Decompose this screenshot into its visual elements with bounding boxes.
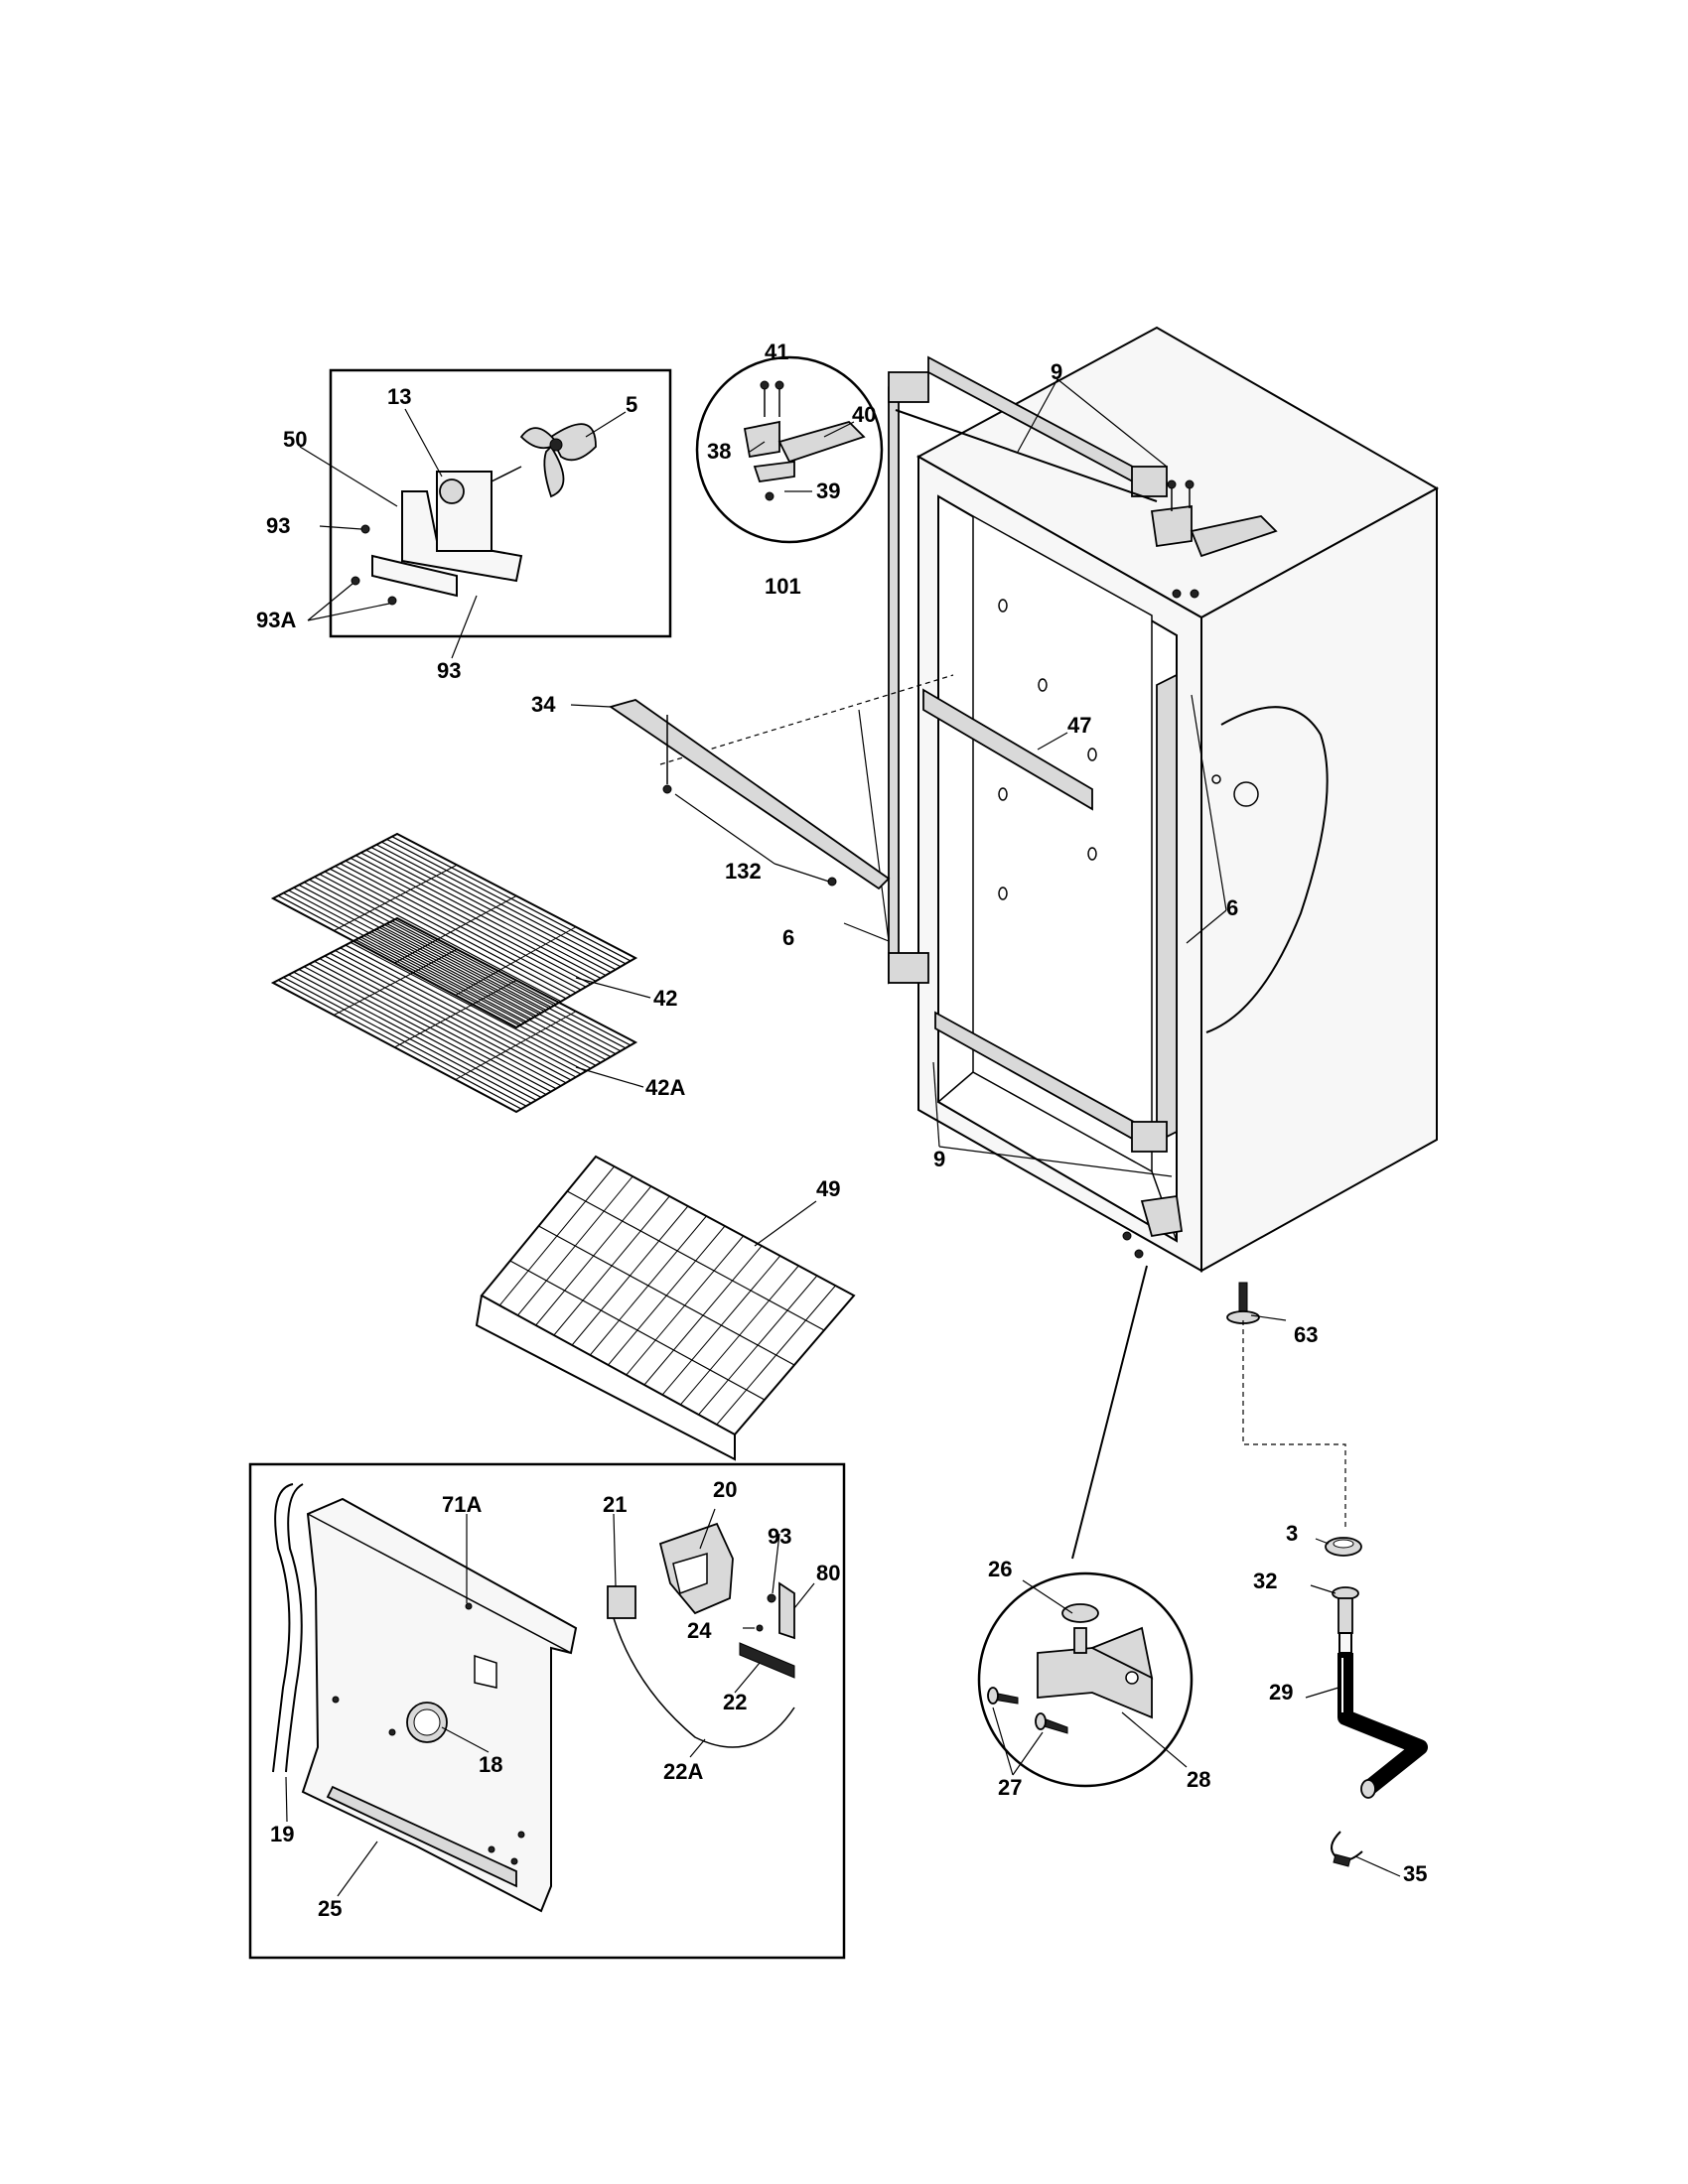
label-63: 63 xyxy=(1294,1322,1318,1347)
label-42a: 42A xyxy=(645,1075,685,1100)
label-29: 29 xyxy=(1269,1680,1293,1705)
bottom-hinge-inset xyxy=(977,1571,1194,1788)
condenser-outline xyxy=(1205,706,1329,1033)
top-hinge-callout-line xyxy=(895,409,1158,502)
top-hinge-assembly xyxy=(1150,479,1278,599)
freezer-cabinet xyxy=(915,326,1440,1273)
label-21: 21 xyxy=(603,1492,627,1517)
dashed-guide-lines xyxy=(659,674,1346,1529)
label-93-bottom: 93 xyxy=(437,658,461,683)
label-47: 47 xyxy=(1067,713,1091,738)
label-28: 28 xyxy=(1187,1767,1210,1792)
fan-motor-inset xyxy=(299,368,672,659)
label-49: 49 xyxy=(816,1176,840,1201)
label-80: 80 xyxy=(816,1561,840,1585)
label-6-left: 6 xyxy=(782,925,794,950)
label-93a: 93A xyxy=(256,608,296,632)
label-9-bottom: 9 xyxy=(933,1147,945,1171)
label-24: 24 xyxy=(687,1618,712,1643)
label-34: 34 xyxy=(531,692,556,717)
bottom-hinge-on-cabinet xyxy=(1122,1194,1184,1259)
wire-basket-49 xyxy=(475,1155,856,1461)
label-93-panel: 93 xyxy=(768,1524,791,1549)
hinge-callout-line xyxy=(1071,1265,1148,1560)
label-5: 5 xyxy=(626,392,637,417)
liner-holes xyxy=(998,599,1097,900)
wire-shelf-42 xyxy=(270,832,651,1029)
label-32: 32 xyxy=(1253,1569,1277,1593)
label-9-top: 9 xyxy=(1051,359,1062,384)
label-26: 26 xyxy=(988,1557,1012,1581)
label-132: 132 xyxy=(725,859,762,884)
label-93-top: 93 xyxy=(266,513,290,538)
label-3: 3 xyxy=(1286,1521,1298,1546)
leader-lines xyxy=(843,378,1287,1560)
label-40: 40 xyxy=(852,402,876,427)
wire-shelf-42a xyxy=(270,916,644,1114)
label-6-right: 6 xyxy=(1226,895,1238,920)
label-19: 19 xyxy=(270,1822,294,1846)
label-22: 22 xyxy=(723,1690,747,1714)
label-50: 50 xyxy=(283,427,307,452)
gasket-strips xyxy=(888,355,1178,1153)
label-38: 38 xyxy=(707,439,731,464)
leveling-leg-63 xyxy=(1226,1282,1260,1324)
label-18: 18 xyxy=(479,1752,502,1777)
shelf-support-47 xyxy=(922,688,1093,811)
label-13: 13 xyxy=(387,384,411,409)
label-42: 42 xyxy=(653,986,677,1011)
label-71a: 71A xyxy=(442,1492,482,1517)
top-hinge-inset xyxy=(695,355,884,544)
label-35: 35 xyxy=(1403,1861,1427,1886)
leg-assembly xyxy=(1305,1537,1428,1877)
part-labels: 5 13 50 93 93A 93 41 40 38 39 101 9 34 4… xyxy=(256,340,1427,1921)
label-25: 25 xyxy=(318,1896,342,1921)
label-22a: 22A xyxy=(663,1759,703,1784)
label-41: 41 xyxy=(765,340,788,364)
label-20: 20 xyxy=(713,1477,737,1502)
label-27: 27 xyxy=(998,1775,1022,1800)
label-39: 39 xyxy=(816,478,840,503)
door-stop-34 xyxy=(570,699,891,890)
label-101: 101 xyxy=(765,574,801,599)
control-panel-inset xyxy=(248,1462,846,1960)
